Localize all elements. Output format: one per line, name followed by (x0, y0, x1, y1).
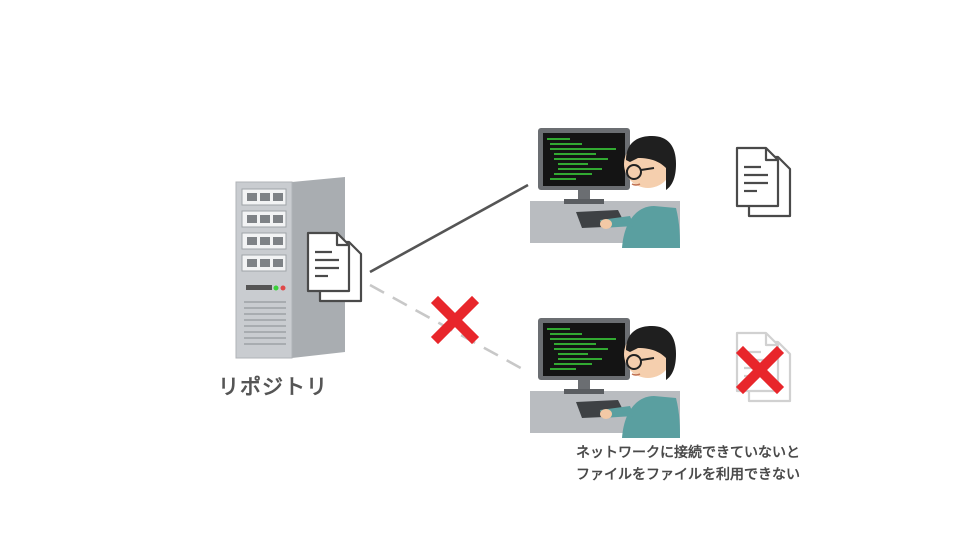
red-cross-icon-connection (438, 303, 472, 337)
caption-line-2: ファイルをファイルを利用できない (576, 467, 800, 483)
developer-offline-icon (529, 317, 681, 439)
document-icon-server (306, 231, 363, 303)
caption: ネットワークに接続できていないと ファイルをファイルを利用できない (576, 442, 800, 486)
developer-online-icon (529, 127, 681, 249)
server-label: リポジトリ (218, 375, 328, 399)
caption-line-1: ネットワークに接続できていないと (576, 445, 800, 461)
document-icon-received (735, 146, 792, 218)
connection-line-online (369, 183, 529, 274)
